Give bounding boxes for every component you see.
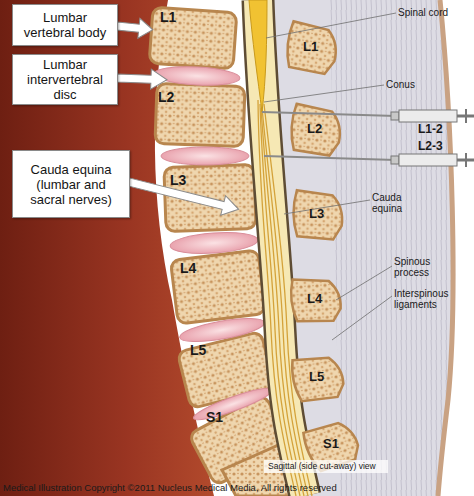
leader-line <box>266 13 396 38</box>
callout-arrow <box>117 68 168 90</box>
callout-box: Lumbar intervertebral disc <box>12 54 118 105</box>
view-label-backing <box>264 460 388 473</box>
intervertebral-disc <box>169 230 258 256</box>
spinous-process <box>290 352 346 404</box>
vertebral-body <box>170 250 265 324</box>
spinous-process <box>290 276 342 323</box>
needle-l1-2 <box>262 109 474 123</box>
leader-line <box>336 266 392 300</box>
syringe-flange <box>465 109 467 123</box>
spinal-needle <box>264 156 396 160</box>
callout-arrow <box>116 16 154 40</box>
vertebral-body <box>155 83 245 146</box>
intervertebral-disc <box>154 65 241 87</box>
vertebra-label: L3 <box>170 173 186 188</box>
skin-line <box>438 0 453 496</box>
syringe-flange <box>465 153 467 167</box>
needle-hub <box>391 156 399 164</box>
spinal-cord <box>249 0 267 112</box>
leader-line <box>284 200 370 214</box>
callout-box: Lumbar vertebral body <box>12 4 118 46</box>
vertebra-label: L4 <box>180 261 196 276</box>
spinous-label: L2 <box>307 122 322 136</box>
leader-lines <box>264 13 396 340</box>
structure-label: Spinous process <box>394 256 454 278</box>
callout-text: Lumbar intervertebral disc <box>18 57 112 102</box>
spinous-process <box>293 190 344 240</box>
spinal-needle <box>262 112 396 116</box>
callout-arrows <box>116 16 241 219</box>
leader-line <box>332 296 392 340</box>
syringe-barrel <box>399 154 457 166</box>
spinous-label: S1 <box>323 437 339 451</box>
spinous-label: L1 <box>303 40 318 54</box>
spinous-process <box>289 104 343 157</box>
callout-text: Lumbar vertebral body <box>18 10 112 40</box>
copyright-notice: Medical Illustration Copyright ©2011 Nuc… <box>3 483 337 493</box>
callout-box: Cauda equina (lumbar and sacral nerves) <box>12 150 130 218</box>
vertebra-label: S1 <box>206 410 223 425</box>
leader-line <box>264 85 384 102</box>
intervertebral-disc <box>161 147 249 165</box>
vertebral-body <box>149 7 237 69</box>
needle-l2-3 <box>264 153 474 167</box>
spinous-label: L4 <box>307 292 322 306</box>
vertebra-label: L2 <box>158 90 174 105</box>
needle-level-label: L2-3 <box>418 140 443 153</box>
syringe-barrel <box>399 110 457 122</box>
view-label: Sagittal (side cut-away) view <box>268 462 376 471</box>
vertebra-label: L5 <box>190 343 206 358</box>
structure-label: Interspinous ligaments <box>394 288 472 310</box>
spinous-label: L3 <box>309 207 324 221</box>
callout-text: Cauda equina (lumbar and sacral nerves) <box>18 162 124 207</box>
callout-arrow <box>127 172 241 219</box>
spinous-label: L5 <box>309 370 324 384</box>
structure-label: Cauda equina <box>372 192 417 214</box>
needle-level-label: L1-2 <box>418 123 443 136</box>
needle-hub <box>391 112 399 120</box>
vertebra-label: L1 <box>160 10 176 25</box>
interspinous-ligament-fibers <box>330 0 453 496</box>
spinous-processes <box>284 21 362 475</box>
intervertebral-disc <box>191 383 275 425</box>
structure-label: Conus <box>386 79 446 90</box>
intervertebral-disc <box>178 314 266 347</box>
structure-label: Spinal cord <box>398 7 474 18</box>
